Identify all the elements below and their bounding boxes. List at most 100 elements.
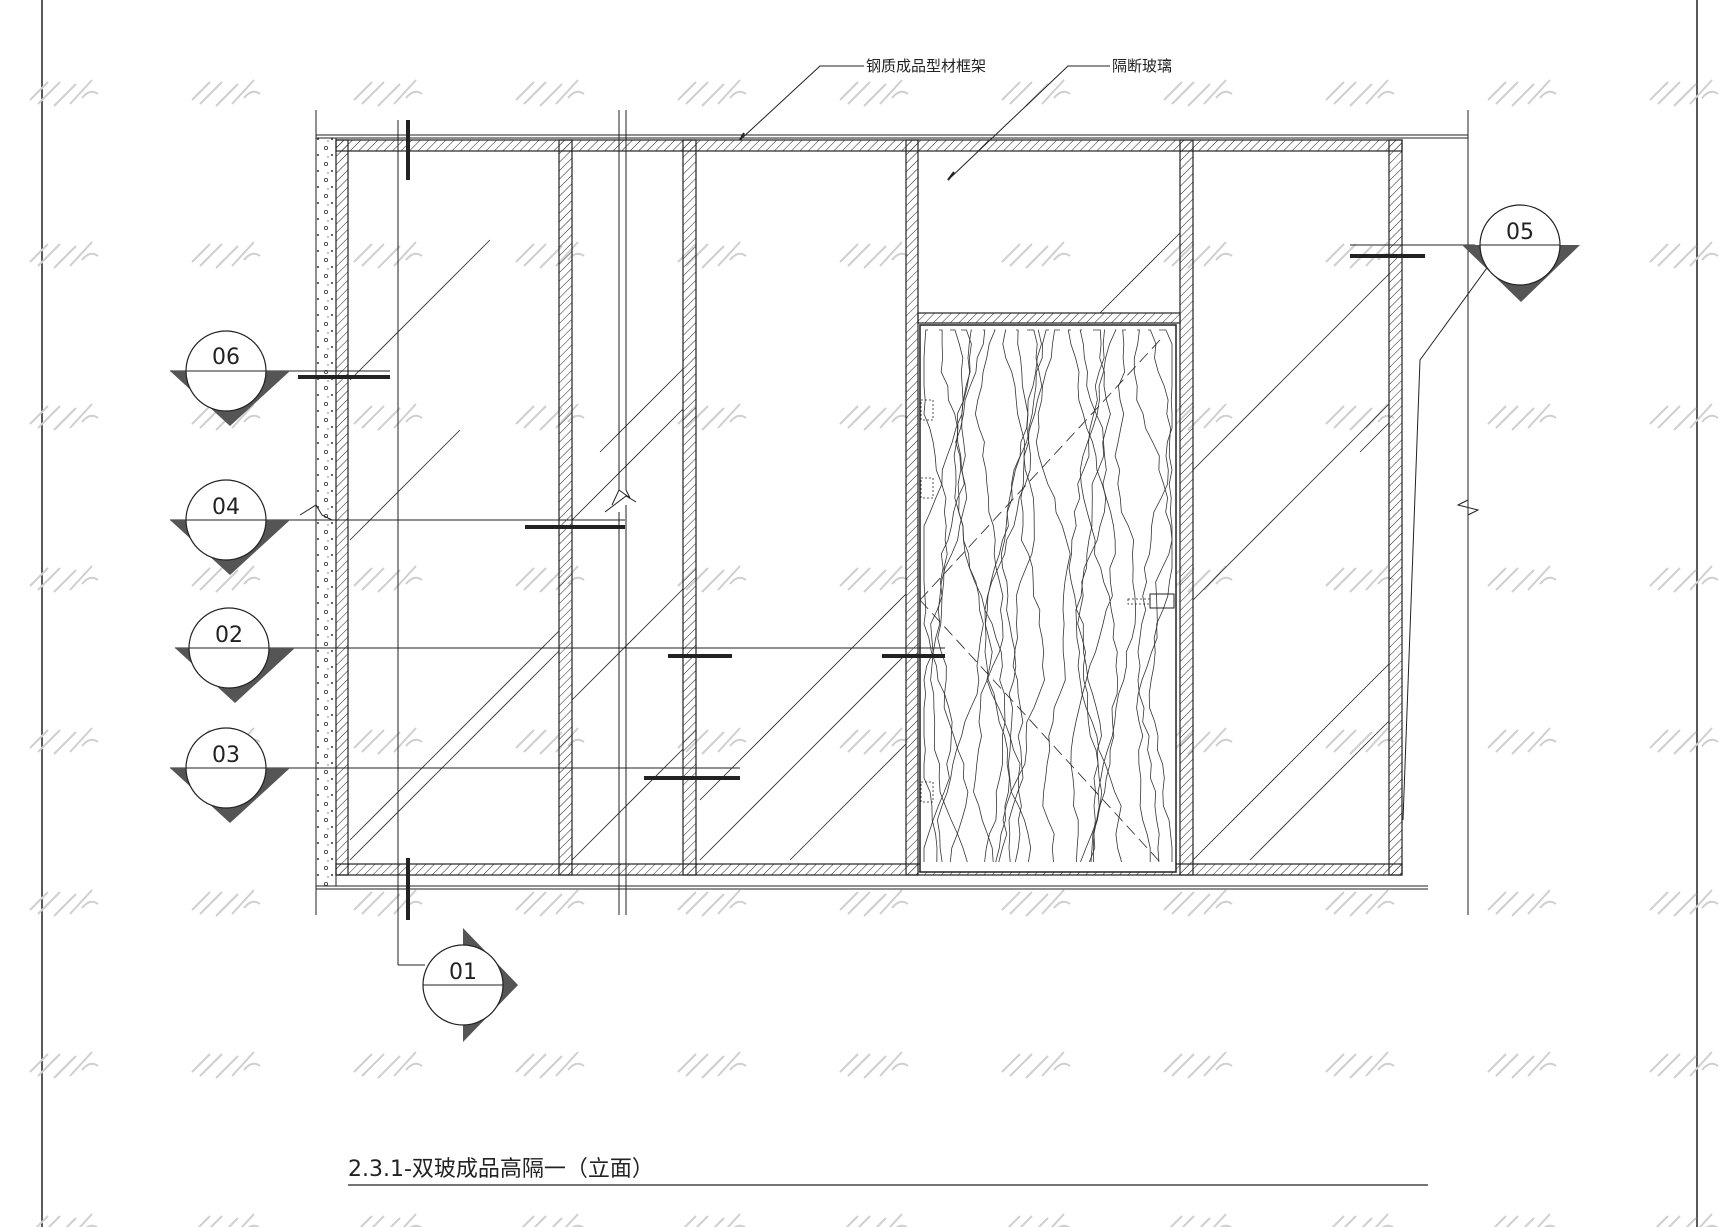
ceiling-floor-lines: [316, 110, 1480, 915]
watermark-mark: [515, 241, 585, 269]
wood-grain-line: [1000, 329, 1042, 863]
wood-grain-line: [984, 329, 1043, 863]
glass-callout-label: 隔断玻璃: [1112, 57, 1172, 75]
section-marker-06: 06: [170, 330, 290, 426]
watermark-mark: [839, 1051, 909, 1079]
watermark-mark: [1001, 889, 1071, 917]
watermark-mark: [1649, 403, 1719, 431]
watermark-mark: [197, 1213, 261, 1227]
watermark-mark: [1649, 565, 1719, 593]
watermark-mark: [353, 403, 423, 431]
watermark-mark: [515, 889, 585, 917]
watermark-mark: [1163, 241, 1233, 269]
watermark-mark: [353, 727, 423, 755]
drawing-title: 2.3.1-双玻成品高隔一（立面）: [348, 1157, 654, 1182]
watermark-mark: [677, 889, 747, 917]
watermark: [29, 79, 1719, 1227]
section-tag-03: 03: [212, 743, 240, 768]
watermark-mark: [1163, 889, 1233, 917]
watermark-mark: [1649, 79, 1719, 107]
watermark-mark: [1163, 1051, 1233, 1079]
watermark-mark: [353, 1051, 423, 1079]
watermark-mark: [1001, 1051, 1071, 1079]
watermark-mark: [29, 1051, 99, 1079]
watermark-mark: [29, 727, 99, 755]
sheet-border: [41, 0, 1698, 1227]
watermark-mark: [1325, 1051, 1395, 1079]
section-marker-02: 02: [175, 607, 295, 703]
watermark-mark: [1493, 1213, 1557, 1227]
watermark-mark: [35, 1213, 99, 1227]
watermark-mark: [1655, 1213, 1719, 1227]
wood-grain-line: [923, 329, 948, 863]
steel-frame: [335, 139, 1403, 876]
section-tag-02: 02: [215, 623, 243, 648]
wood-grain-line: [936, 329, 986, 863]
section-tag-01: 01: [449, 960, 477, 985]
callout-leaders: [739, 65, 1110, 181]
watermark-mark: [29, 565, 99, 593]
watermark-mark: [1487, 79, 1557, 107]
watermark-mark: [839, 241, 909, 269]
watermark-mark: [1487, 565, 1557, 593]
wood-grain-line: [923, 329, 972, 862]
watermark-mark: [29, 403, 99, 431]
watermark-mark: [1007, 1213, 1071, 1227]
section-tag-06: 06: [212, 345, 240, 370]
wood-grain-line: [930, 329, 968, 863]
watermark-mark: [1649, 241, 1719, 269]
wood-grain-line: [998, 329, 1049, 863]
section-marker-05: 05: [1462, 204, 1580, 302]
watermark-mark: [1331, 1213, 1395, 1227]
watermark-mark: [1325, 727, 1395, 755]
wood-grain-line: [1133, 329, 1173, 862]
wood-grain-line: [1002, 329, 1035, 863]
watermark-mark: [839, 79, 909, 107]
wood-grain-line: [973, 329, 1004, 863]
watermark-mark: [1325, 79, 1395, 107]
frame-callout-label: 钢质成品型材框架: [866, 57, 986, 75]
watermark-mark: [29, 79, 99, 107]
section-tag-04: 04: [212, 495, 240, 520]
break-line: [604, 110, 637, 915]
watermark-mark: [845, 1213, 909, 1227]
watermark-mark: [1649, 889, 1719, 917]
watermark-mark: [515, 79, 585, 107]
door-panel: [919, 324, 1177, 873]
watermark-mark: [1487, 403, 1557, 431]
watermark-mark: [1487, 1051, 1557, 1079]
watermark-mark: [839, 403, 909, 431]
watermark-mark: [515, 565, 585, 593]
watermark-mark: [1001, 79, 1071, 107]
watermark-mark: [1649, 1051, 1719, 1079]
watermark-mark: [515, 727, 585, 755]
watermark-mark: [1325, 403, 1395, 431]
watermark-mark: [29, 241, 99, 269]
watermark-mark: [521, 1213, 585, 1227]
watermark-mark: [353, 565, 423, 593]
watermark-mark: [1001, 241, 1071, 269]
watermark-mark: [191, 1051, 261, 1079]
watermark-mark: [515, 403, 585, 431]
wood-grain-line: [1035, 329, 1071, 863]
watermark-mark: [353, 79, 423, 107]
watermark-mark: [839, 565, 909, 593]
wood-grain-line: [1068, 329, 1105, 863]
wood-grain-line: [1148, 329, 1173, 862]
wood-grain-line: [1092, 329, 1137, 863]
section-tag-05: 05: [1506, 220, 1534, 245]
watermark-mark: [191, 889, 261, 917]
watermark-mark: [515, 1051, 585, 1079]
watermark-mark: [191, 241, 261, 269]
section-marker-04: 04: [170, 479, 290, 575]
watermark-mark: [683, 1213, 747, 1227]
watermark-mark: [839, 889, 909, 917]
watermark-mark: [1163, 79, 1233, 107]
wood-grain-line: [1067, 329, 1116, 863]
watermark-mark: [191, 565, 261, 593]
watermark-mark: [1487, 889, 1557, 917]
glass-reflections: [349, 232, 1390, 861]
watermark-mark: [1325, 565, 1395, 593]
section-marker-01: 01: [422, 928, 518, 1042]
